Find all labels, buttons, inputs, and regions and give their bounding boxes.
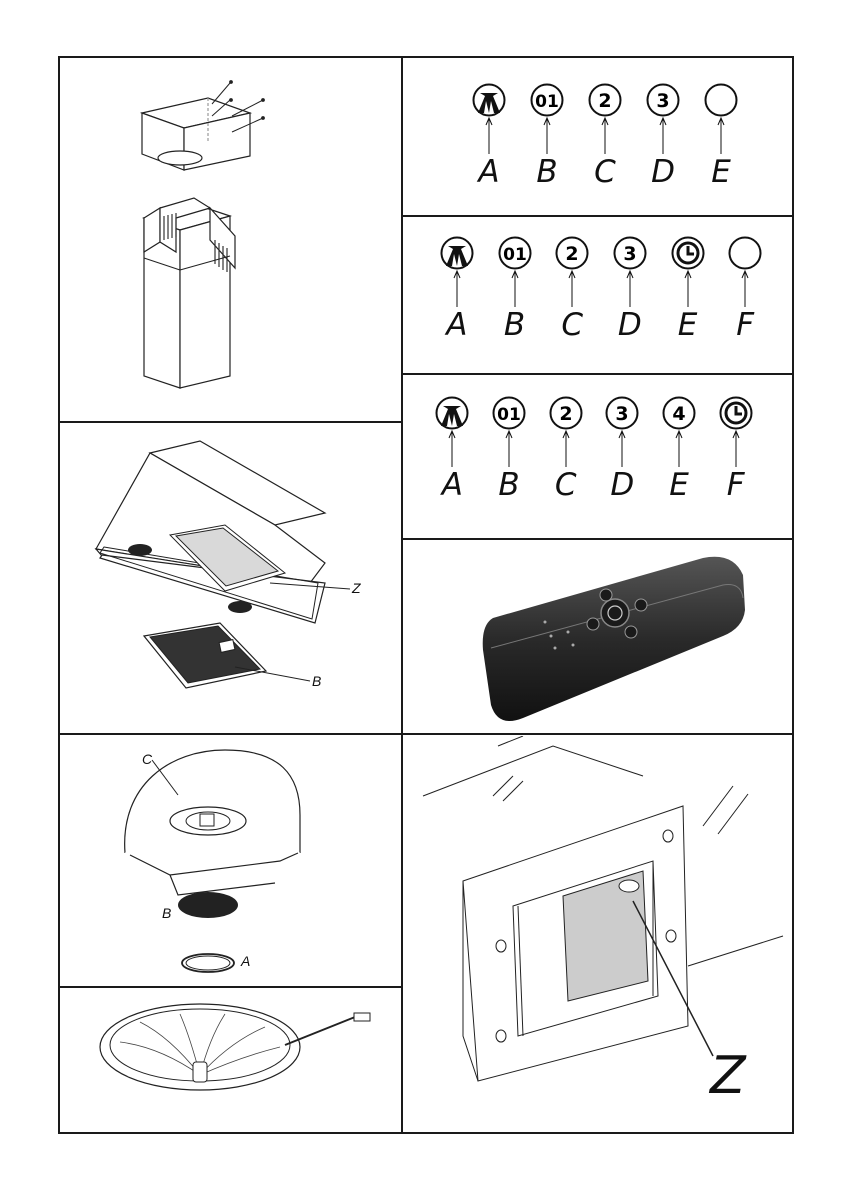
- speed-4-icon: 4: [662, 396, 696, 430]
- blank-button-icon: [704, 83, 738, 117]
- callout-c: C: [142, 751, 152, 767]
- callout-a: A: [241, 953, 250, 969]
- timer-icon: [671, 236, 705, 270]
- svg-text:3: 3: [656, 90, 669, 112]
- speed-2-icon: 2: [588, 83, 622, 117]
- svg-text:01: 01: [497, 405, 521, 425]
- divider: [403, 373, 794, 375]
- lamp-filter-illustration: C B A: [60, 735, 399, 984]
- divider: [403, 215, 794, 217]
- power-speed-1-icon: 01: [498, 236, 532, 270]
- recessed-light-illustration: [60, 987, 399, 1132]
- control-panel-6-buttons-timer: A 01 B 2 C 3 D E: [428, 236, 774, 341]
- callout-b: B: [312, 673, 321, 689]
- control-d: 3 D: [601, 236, 659, 341]
- speed-3-icon: 3: [605, 396, 639, 430]
- control-a: A: [428, 236, 486, 341]
- svg-text:01: 01: [535, 92, 559, 112]
- remote-control-illustration: [403, 540, 792, 731]
- control-c: 2 C: [576, 83, 634, 188]
- power-speed-1-icon: 01: [492, 396, 526, 430]
- control-b: 01 B: [481, 396, 538, 501]
- control-d: 3 D: [594, 396, 651, 501]
- chimney-duct-illustration: [60, 58, 399, 419]
- control-e: 4 E: [651, 396, 708, 501]
- control-f: F: [716, 236, 774, 341]
- callout-b: B: [162, 905, 171, 921]
- svg-text:2: 2: [566, 243, 579, 265]
- speed-3-icon: 3: [613, 236, 647, 270]
- blank-button-icon: [728, 236, 762, 270]
- light-icon: [435, 396, 469, 430]
- callout-z: Z: [710, 1046, 746, 1106]
- svg-text:2: 2: [598, 90, 611, 112]
- control-e: E: [659, 236, 717, 341]
- divider: [403, 733, 794, 735]
- light-icon: [440, 236, 474, 270]
- svg-text:01: 01: [503, 245, 527, 265]
- control-panel-6-buttons-speed4: A 01 B 2 C 3 D 4 E: [424, 396, 764, 501]
- control-panel-5-buttons: A 01 B 2 C 3 D E: [460, 83, 750, 188]
- light-icon: [472, 83, 506, 117]
- control-f: F: [707, 396, 764, 501]
- speed-2-icon: 2: [549, 396, 583, 430]
- callout-z: Z: [352, 580, 361, 596]
- speed-3-icon: 3: [646, 83, 680, 117]
- control-c: 2 C: [537, 396, 594, 501]
- svg-text:4: 4: [672, 403, 685, 425]
- control-a: A: [424, 396, 481, 501]
- arrow: [485, 117, 493, 155]
- control-a: A: [460, 83, 518, 188]
- timer-icon: [719, 396, 753, 430]
- control-e: E: [692, 83, 750, 188]
- svg-text:2: 2: [559, 403, 572, 425]
- power-speed-1-icon: 01: [530, 83, 564, 117]
- svg-text:3: 3: [616, 403, 629, 425]
- control-d: 3 D: [634, 83, 692, 188]
- svg-text:3: 3: [623, 243, 636, 265]
- insert-hood-filter-illustration: Z: [403, 736, 792, 1132]
- control-c: 2 C: [543, 236, 601, 341]
- speed-2-icon: 2: [555, 236, 589, 270]
- control-b: 01 B: [486, 236, 544, 341]
- hood-filter-illustration: Z B: [60, 423, 399, 732]
- control-b: 01 B: [518, 83, 576, 188]
